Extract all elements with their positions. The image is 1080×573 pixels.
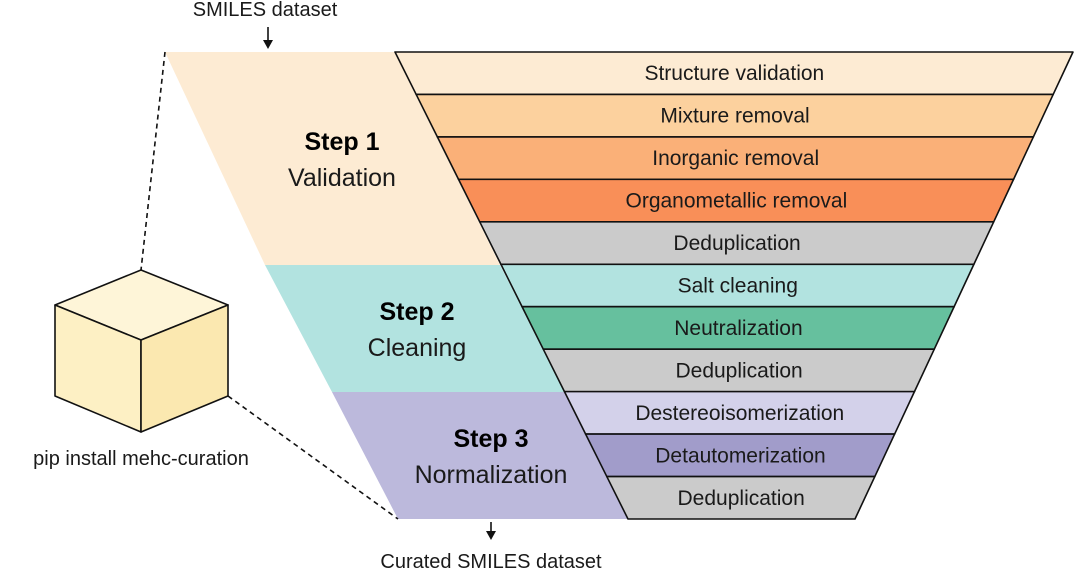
package-cube-icon: pip install mehc-curation — [33, 51, 399, 520]
substep-label: Neutralization — [674, 317, 802, 340]
step-1-region — [165, 52, 500, 265]
substep-label: Organometallic removal — [626, 190, 848, 213]
substep-label: Deduplication — [673, 232, 800, 255]
substep-label: Detautomerization — [655, 444, 825, 467]
step-1-title: Step 1 — [304, 128, 379, 156]
step-regions — [165, 52, 628, 519]
substep-band — [606, 475, 876, 520]
input-dataset-label: SMILES dataset — [193, 0, 338, 21]
substep-label: Deduplication — [675, 359, 802, 382]
io-labels: SMILES dataset Curated SMILES dataset — [193, 0, 602, 573]
substep-label: Inorganic removal — [652, 147, 819, 170]
step-3-region — [332, 392, 628, 519]
substep-label: Salt cleaning — [678, 275, 798, 298]
down-arrow-icon — [486, 522, 496, 540]
step-2-subtitle: Cleaning — [368, 334, 467, 362]
package-install-label: pip install mehc-curation — [33, 448, 249, 470]
step-3-subtitle: Normalization — [415, 461, 568, 489]
substep-label: Deduplication — [678, 487, 805, 510]
down-arrow-icon — [263, 27, 273, 49]
step-2-region — [265, 265, 566, 392]
step-2-title: Step 2 — [379, 298, 454, 326]
step-labels: Step 1 Validation Step 2 Cleaning Step 3… — [288, 128, 567, 489]
output-dataset-label: Curated SMILES dataset — [380, 551, 602, 573]
substep-label: Structure validation — [644, 62, 824, 85]
cube-side-face — [140, 304, 229, 433]
substep-label: Mixture removal — [660, 105, 809, 128]
step-1-subtitle: Validation — [288, 164, 396, 192]
substep-label: Destereoisomerization — [635, 402, 844, 425]
step-3-title: Step 3 — [453, 425, 528, 453]
